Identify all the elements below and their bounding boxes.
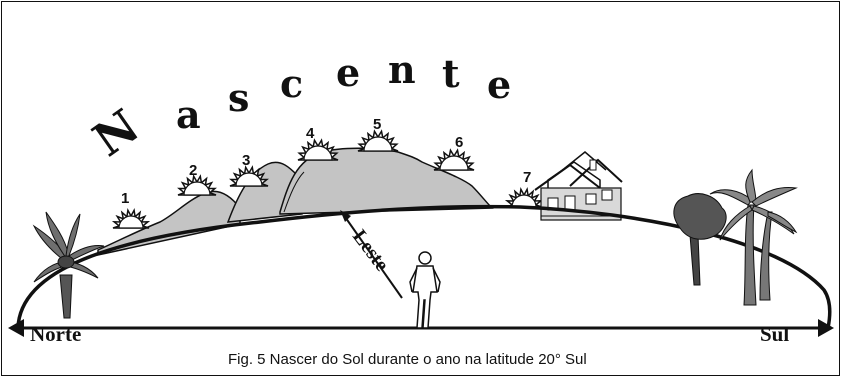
arrow-north <box>8 319 24 337</box>
sun-disk <box>363 136 393 152</box>
arrow-south <box>818 319 834 337</box>
title-letter: c <box>280 61 303 106</box>
sun-disk <box>303 145 333 161</box>
horizon-dome <box>16 204 832 329</box>
label-south: Sul <box>760 322 789 346</box>
sun-number: 7 <box>523 169 531 186</box>
title-letter: t <box>442 51 460 96</box>
figure-caption: Fig. 5 Nascer do Sol durante o ano na la… <box>228 351 587 368</box>
label-north: Norte <box>30 322 81 346</box>
sun-number: 2 <box>189 162 197 179</box>
person-observer <box>409 251 441 329</box>
sun-disk <box>183 181 211 196</box>
sun-number-labels: 1 2 3 4 5 6 7 <box>121 116 531 207</box>
sun-disk <box>235 172 263 187</box>
title-letter: n <box>388 47 416 92</box>
title-letter: e <box>336 50 360 95</box>
house-roof-right <box>569 158 623 187</box>
palm-tree-left <box>32 211 105 319</box>
title-letter: s <box>228 75 249 120</box>
title-letter: a <box>176 92 201 137</box>
east-arrow-line <box>342 213 403 299</box>
sun-number: 1 <box>121 190 129 207</box>
houses <box>534 151 623 221</box>
east-arrowhead <box>340 210 351 222</box>
title-letter: e <box>487 62 511 107</box>
title-letter: N <box>83 99 148 167</box>
sun-disk <box>118 215 144 229</box>
sun-number: 3 <box>242 152 250 169</box>
trees-right <box>673 168 798 306</box>
label-east: Leste <box>348 226 393 276</box>
sun-disk <box>511 194 537 208</box>
sun-number: 4 <box>306 125 315 142</box>
sun-number: 5 <box>373 116 381 133</box>
sun-positions <box>111 129 544 229</box>
house-roof-left <box>534 163 601 191</box>
mountain-left <box>97 190 241 256</box>
sun-number: 6 <box>455 134 463 151</box>
sun-disk <box>439 155 469 171</box>
